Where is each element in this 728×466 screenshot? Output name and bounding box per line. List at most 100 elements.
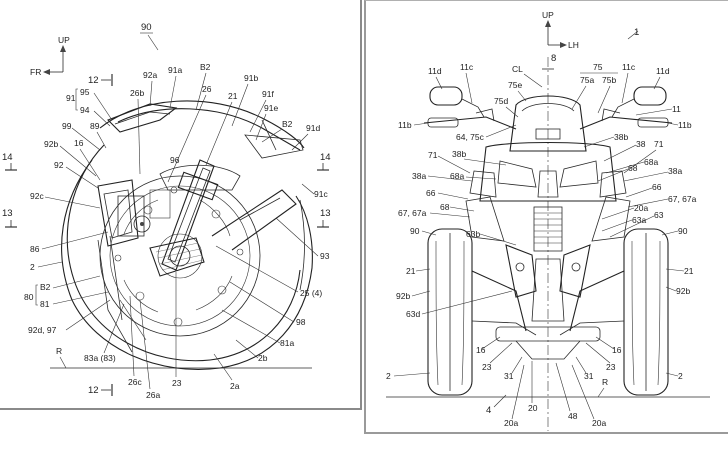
label-20a-right: 20a (634, 203, 648, 213)
label-99: 99 (62, 121, 72, 131)
mirror-right (611, 86, 667, 118)
label-66-left: 66 (426, 188, 436, 198)
label-38a-left: 38a (412, 171, 426, 181)
label-fr: FR (30, 67, 41, 77)
label-75d: 75d (494, 96, 508, 106)
label-21: 21 (228, 91, 238, 101)
label-B2-top: B2 (200, 62, 211, 72)
label-4: 4 (486, 405, 491, 416)
label-31-left: 31 (504, 371, 514, 381)
suspension-arms (471, 262, 625, 360)
label-2-right-right-panel: 2 (678, 371, 683, 381)
label-89: 89 (90, 121, 100, 131)
label-68-left: 68 (440, 202, 450, 212)
label-83a-83: 83a (83) (84, 353, 116, 363)
label-92a: 92a (143, 70, 157, 80)
label-81a: 81a (280, 338, 294, 348)
section-mark-12-top: 12 (88, 75, 99, 86)
label-67-67a-right: 67, 67a (668, 194, 697, 204)
label-38b-left: 38b (452, 149, 466, 159)
side-view-drawing: UP FR 90 12 (2, 22, 331, 400)
label-2-left: 2 (30, 262, 35, 272)
label-11: 11 (672, 104, 681, 114)
label-75a: 75a (580, 75, 594, 85)
label-81: 81 (40, 299, 50, 309)
label-20a-bottom: 20a (592, 418, 606, 428)
label-92b-right: 92b (676, 286, 690, 296)
label-11b-left: 11b (398, 120, 412, 130)
direction-indicator-up-lh: UP LH (542, 10, 579, 50)
label-75: 75 (593, 62, 603, 72)
section-mark-14-right: 14 (320, 152, 331, 163)
brake-disc (99, 175, 261, 337)
label-96: 96 (170, 155, 180, 165)
label-25-4: 25 (4) (300, 288, 322, 298)
label-31-right: 31 (584, 371, 594, 381)
label-92c: 92c (30, 191, 44, 201)
label-75e: 75e (508, 80, 522, 90)
label-90-left: 90 (410, 226, 420, 236)
section-mark-12-bottom: 12 (88, 385, 99, 396)
label-26b: 26b (130, 88, 144, 98)
label-94: 94 (80, 105, 90, 115)
label-48: 48 (568, 411, 578, 421)
front-view-drawing-panel: UP LH 1 CL 8 (364, 0, 728, 434)
figure-number-right: 1 (634, 27, 639, 38)
label-26c: 26c (128, 377, 142, 387)
front-view-drawing: UP LH 1 CL 8 (386, 10, 710, 431)
label-63b: 63b (466, 229, 480, 239)
side-view-drawing-panel: UP FR 90 12 (0, 0, 362, 410)
label-64-75c: 64, 75c (456, 132, 485, 142)
section-mark-14-left: 14 (2, 152, 13, 163)
fork-and-caliper (97, 159, 297, 277)
label-66-right: 66 (652, 182, 662, 192)
label-91: 91 (66, 93, 76, 103)
wheel-left (427, 228, 473, 396)
label-lh: LH (568, 40, 579, 50)
label-20a-left: 20a (504, 418, 518, 428)
label-86: 86 (30, 244, 40, 254)
label-71-left: 71 (428, 150, 438, 160)
section-mark-13-right: 13 (320, 208, 331, 219)
label-95: 95 (80, 87, 90, 97)
label-80: 80 (24, 292, 34, 302)
label-26: 26 (202, 84, 212, 94)
label-11d-left: 11d (428, 66, 442, 76)
label-2-left-right-panel: 2 (386, 371, 391, 381)
label-16-right: 16 (612, 345, 622, 355)
label-38-right: 38 (636, 139, 646, 149)
label-92b-left: 92b (396, 291, 410, 301)
label-68a-right: 68a (644, 157, 658, 167)
label-75b: 75b (602, 75, 616, 85)
label-98: 98 (296, 317, 306, 327)
handlebars (423, 108, 673, 130)
label-26a: 26a (146, 390, 160, 400)
label-92d-97: 92d, 97 (28, 325, 57, 335)
center-grille (505, 206, 591, 322)
label-B2-right: B2 (282, 119, 293, 129)
label-90-right: 90 (678, 226, 688, 236)
label-CL: CL (512, 64, 523, 74)
section-mark-13-left: 13 (2, 208, 13, 219)
label-68a-left: 68a (450, 171, 464, 181)
label-8: 8 (551, 53, 556, 64)
label-up: UP (58, 35, 70, 45)
label-92b: 92b (44, 139, 58, 149)
label-38b-right: 38b (614, 132, 628, 142)
label-23-left: 23 (482, 362, 492, 372)
label-23-right: 23 (606, 362, 616, 372)
label-R: R (56, 346, 62, 356)
label-2a: 2a (230, 381, 240, 391)
label-63d: 63d (406, 309, 420, 319)
label-67-67a-left: 67, 67a (398, 208, 427, 218)
label-91f: 91f (262, 89, 274, 99)
label-20: 20 (528, 403, 538, 413)
label-68: 68 (628, 163, 638, 173)
label-up-right: UP (542, 10, 554, 20)
label-11d-right: 11d (656, 66, 670, 76)
label-63a: 63a (632, 215, 646, 225)
label-23: 23 (172, 378, 182, 388)
label-92: 92 (54, 160, 64, 170)
label-21-left: 21 (406, 266, 416, 276)
wheel-right (623, 228, 669, 396)
